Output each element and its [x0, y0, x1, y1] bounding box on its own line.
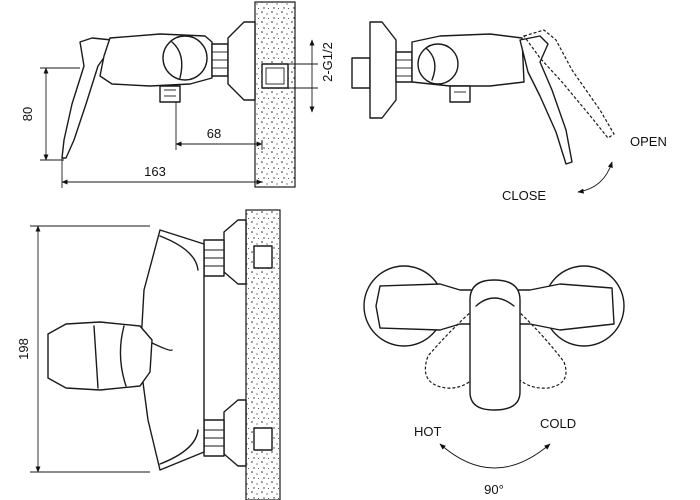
dim-total-length: 163: [144, 164, 166, 179]
dim-height-side: 80: [20, 107, 35, 121]
label-close: CLOSE: [502, 188, 546, 203]
side-view-cartridge-cap: [162, 35, 208, 81]
label-rotation-angle: 90°: [484, 482, 504, 497]
side-view: 2-G1/2 80 68 163: [20, 1, 335, 188]
dim-front-height: 198: [16, 338, 31, 360]
open-close-arrow: [577, 161, 613, 194]
label-cold: COLD: [540, 416, 576, 431]
dim-thread-label: 2-G1/2: [320, 42, 335, 82]
side-view-outlet: [159, 85, 181, 103]
rotation-arrow: [439, 443, 551, 469]
label-hot: HOT: [414, 424, 442, 439]
operation-view-flange: [369, 21, 397, 119]
front-view-lever-handle: [47, 321, 153, 391]
operation-view-connector: [351, 57, 371, 89]
top-view-lever-center: [469, 279, 521, 411]
front-view: 198: [16, 209, 281, 500]
side-view-escutcheon: [227, 21, 256, 101]
operation-view-lever-closed: [519, 35, 573, 165]
operation-view: OPEN CLOSE: [351, 21, 667, 203]
side-view-wall: [254, 1, 296, 188]
dim-outlet-offset: 68: [207, 126, 221, 141]
operation-view-lever-open: [523, 29, 615, 139]
top-view: HOT COLD 90°: [363, 265, 625, 497]
label-open: OPEN: [630, 134, 667, 149]
